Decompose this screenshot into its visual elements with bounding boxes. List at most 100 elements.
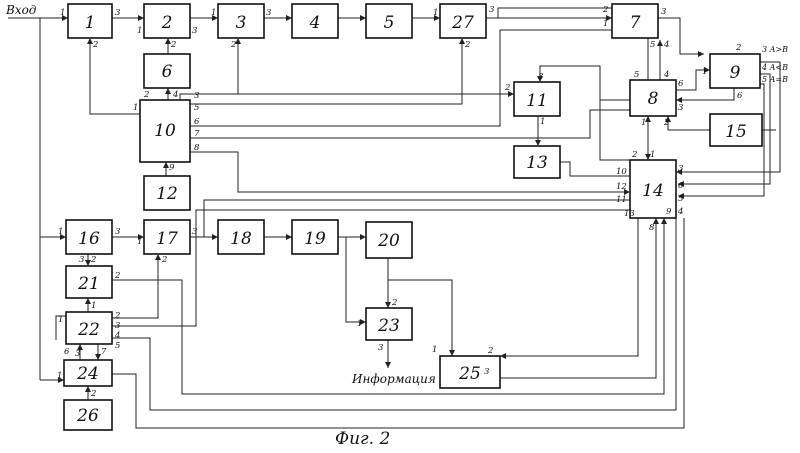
block-1: 1 xyxy=(68,4,112,38)
pin-label: 13 xyxy=(624,209,635,219)
svg-text:18: 18 xyxy=(230,229,252,249)
block-25: 25 xyxy=(440,356,500,388)
pin-label: 3 xyxy=(192,227,197,237)
figure-caption: Фиг. 2 xyxy=(335,429,390,449)
block-22: 22 xyxy=(66,312,112,344)
pin-label: 1 xyxy=(58,315,63,325)
pin-label: 6 xyxy=(194,117,200,127)
pin-label: 5 xyxy=(115,341,120,351)
pin-label: 6 xyxy=(64,347,70,357)
block-13: 13 xyxy=(514,146,560,178)
block-12: 12 xyxy=(144,176,190,210)
pin-label: 1 xyxy=(137,26,142,36)
pin-label: 2 xyxy=(114,271,120,281)
pin-label: 1 xyxy=(540,117,545,127)
wire-15-8 xyxy=(668,116,710,130)
pin-label: 8 xyxy=(649,223,655,233)
pin-label: 3 xyxy=(115,227,120,237)
pin-label: 1 xyxy=(137,237,142,247)
input-label: Вход xyxy=(5,3,37,17)
pin-label: 3 xyxy=(115,321,120,331)
pin-label: 3 xyxy=(489,5,494,15)
svg-text:19: 19 xyxy=(304,229,326,249)
svg-text:5: 5 xyxy=(384,13,395,33)
pin-label: 2 xyxy=(487,346,493,356)
pin-label: 11 xyxy=(616,195,627,205)
block-3: 3 xyxy=(218,4,264,38)
pin-label: 1 xyxy=(433,8,438,18)
svg-text:8: 8 xyxy=(648,89,659,109)
wire-25-14 xyxy=(500,218,656,378)
pin-label: 1 xyxy=(432,345,437,355)
block-16: 16 xyxy=(66,220,112,254)
block-4: 4 xyxy=(292,4,338,38)
output-label: Информация xyxy=(351,372,436,386)
pin-label: 1 xyxy=(57,371,62,381)
pin-label: 5 xyxy=(650,40,655,50)
pin-label: 12 xyxy=(616,182,627,192)
svg-text:15: 15 xyxy=(725,122,747,142)
pin-label: 5 xyxy=(678,194,683,204)
svg-text:13: 13 xyxy=(526,153,548,173)
pin-label: 3 xyxy=(484,367,489,377)
pin-label: 2 xyxy=(663,118,669,128)
pin-label: 3 xyxy=(79,255,84,265)
pin-label: 4 xyxy=(677,207,683,217)
svg-text:1: 1 xyxy=(85,13,96,33)
pin-label: 4 xyxy=(663,70,669,80)
block-18: 18 xyxy=(218,220,264,254)
block-17: 17 xyxy=(144,220,190,254)
pin-label: 2 xyxy=(735,43,741,53)
block-10: 10 xyxy=(140,100,190,162)
wire-22-17 xyxy=(112,254,158,318)
pin-label: 4 xyxy=(663,40,669,50)
block-6: 6 xyxy=(144,54,190,88)
comparator-label-lt: 4 A<B xyxy=(761,63,788,72)
block-27: 27 xyxy=(440,4,486,38)
pin-label: 1 xyxy=(91,301,96,311)
pin-label: 2 xyxy=(464,40,470,50)
block-2: 2 xyxy=(144,4,190,38)
pin-label: 1 xyxy=(211,8,216,18)
pin-label: 6 xyxy=(678,79,684,89)
wire-27-tap-7 xyxy=(498,8,612,18)
svg-text:24: 24 xyxy=(76,364,99,384)
wire-10-14 xyxy=(190,152,630,192)
pin-label: 4 xyxy=(114,331,120,341)
wire-19-23 xyxy=(346,237,366,322)
block-7: 7 xyxy=(612,4,658,38)
pin-label: 1 xyxy=(58,227,63,237)
comparator-label-gt: 3 A>B xyxy=(762,45,788,54)
pin-label: 7 xyxy=(194,129,200,139)
pin-label: 3 xyxy=(538,72,543,82)
svg-text:12: 12 xyxy=(156,184,178,204)
pin-label: 3 xyxy=(192,26,197,36)
pin-label: 3 xyxy=(378,343,383,353)
block-19: 19 xyxy=(292,220,338,254)
pin-label: 3 xyxy=(678,164,683,174)
pin-label: 1 xyxy=(702,67,707,77)
pin-label: 3 xyxy=(266,8,271,18)
svg-text:9: 9 xyxy=(730,63,741,83)
svg-text:23: 23 xyxy=(377,316,400,336)
pin-label: 6 xyxy=(737,91,743,101)
svg-text:7: 7 xyxy=(630,13,641,33)
block-24: 24 xyxy=(64,360,112,386)
pin-label: 2 xyxy=(90,389,96,399)
svg-text:4: 4 xyxy=(309,13,321,33)
pin-label: 2 xyxy=(230,40,236,50)
pin-label: 8 xyxy=(194,143,200,153)
pin-label: 9 xyxy=(666,207,672,217)
svg-text:16: 16 xyxy=(78,229,100,249)
pin-label: 2 xyxy=(161,255,167,265)
pin-label: 1 xyxy=(357,319,362,329)
pin-label: 3 xyxy=(75,349,80,359)
pin-label: 1 xyxy=(641,118,646,128)
pin-label: 2 xyxy=(504,83,510,93)
svg-text:25: 25 xyxy=(458,364,481,384)
pin-label: 2 xyxy=(92,40,98,50)
pin-label: 6 xyxy=(678,181,684,191)
svg-text:6: 6 xyxy=(162,62,173,82)
svg-text:20: 20 xyxy=(377,231,400,251)
